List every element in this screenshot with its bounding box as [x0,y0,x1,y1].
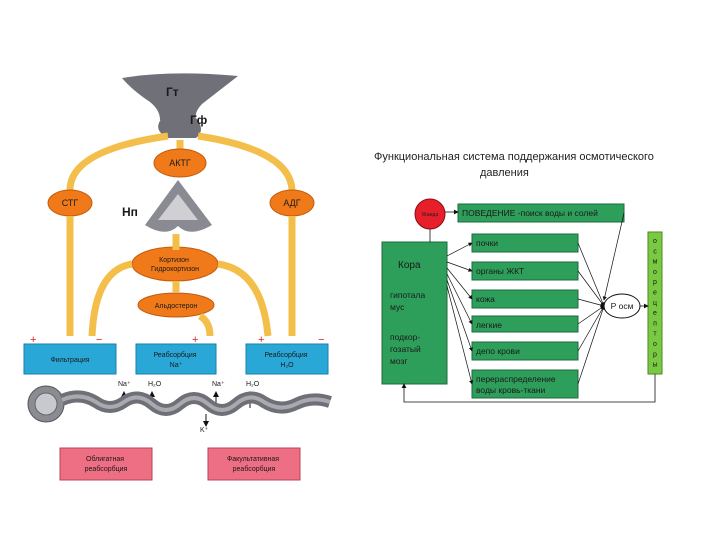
aktg-node [153,148,207,178]
reabs-na-box [135,343,217,375]
receptor-letter-12: ы [652,362,657,369]
gf-label: Гф [190,113,208,127]
effector-rows: ПОВЕДЕНИЕ -поиск воды и солей почки органы… [457,203,625,399]
stg-label: СТГ [62,198,79,208]
conv-line-1 [577,242,605,307]
receptor-letter-5: е [653,290,657,297]
conv-line-3 [577,298,605,308]
right-diagram: Функциональная система поддержания осмот… [374,151,663,403]
ion-k: K⁺ [200,427,209,434]
brain-box [381,241,448,385]
row-label-0: ПОВЕДЕНИЕ -поиск воды и солей [462,208,598,218]
nephron-illustration [27,385,332,423]
feedback-line [401,374,656,403]
aldosterone-node [137,292,215,318]
brain-to-rows-lines [446,242,474,385]
sign-plus-2: + [192,334,198,346]
obligate-box [59,447,153,481]
row-label-3: кожа [476,294,495,304]
facultative-box [207,447,301,481]
receptor-letter-11: р [653,351,657,358]
fan-line-3 [446,267,473,300]
fan-line-4 [446,273,473,325]
receptor-letter-3: о [653,269,657,276]
receptor-letter-7: е [653,310,657,317]
conv-line-4 [577,305,605,325]
filtration-label: Фильтрация [50,357,89,364]
row-label-2: органы ЖКТ [476,266,524,276]
ion-h2o-1: H₂O [148,381,162,388]
row-label-1: почки [476,238,498,248]
aktg-label: АКТГ [169,158,191,168]
conv-line-2 [577,270,605,307]
right-title-line1: Функциональная система поддержания осмот… [374,151,654,163]
row-label-4: легкие [476,320,502,330]
left-diagram: Гт Гф АКТГ Нп СТГ АДГ Кортизон Гидрокорт… [23,73,332,481]
np-label: Нп [122,205,138,219]
sign-plus-1: + [30,334,36,346]
ion-h2o-2: H₂O [246,381,260,388]
receptor-letter-2: м [653,259,658,266]
adrenal-inner [158,194,198,220]
pituitary-stalk [158,118,201,138]
posm-label: Р осм [611,301,634,311]
fan-line-2 [446,261,473,272]
receptor-letter-8: п [653,320,657,327]
ion-na-1: Na⁺ [118,381,131,388]
hypothalamus-shape [122,73,238,120]
right-title-line2: давления [480,167,529,179]
receptor-letter-1: с [653,248,657,255]
sign-plus-3: + [258,334,264,346]
fan-line-1 [446,242,473,257]
receptor-letter-10: о [653,341,657,348]
cortex-label: Кора [398,260,421,271]
arrow-to-adg [197,132,296,191]
hypothalamus-label: гипотала мус [390,290,428,312]
reabs-h2o-label: Реабсорбция H₂O [264,351,309,369]
arrow-to-stg [66,132,169,191]
arrow-aldo-to-na [198,312,214,337]
sign-minus-2: − [318,334,324,346]
adg-label: АДГ [283,198,300,208]
reabs-na-label: Реабсорбция Na⁺ [153,351,198,369]
subcortical-label: подкор- гозатый мозг [390,332,423,366]
receptor-letter-9: т [653,331,657,338]
arrow-cortisone-to-h2o [217,260,272,337]
conv-line-6 [577,305,605,385]
gt-label: Гт [166,85,179,99]
receptor-letter-0: о [653,238,657,245]
row-label-5: депо крови [476,346,520,356]
receptor-letter-4: р [653,279,657,286]
ion-na-2: Na⁺ [212,381,225,388]
sign-minus-1: − [96,334,102,346]
obligate-label: Облигатная реабсорбция [85,455,128,473]
arrow-cortisone-to-filtration [88,260,133,337]
conv-line-5 [577,305,605,352]
fan-line-6 [446,285,474,385]
filtration-box [23,343,117,375]
reabs-h2o-box [245,343,329,375]
receptor-letter-6: ц [653,300,657,307]
fan-line-5 [446,279,473,352]
rows-to-posm-lines [577,212,625,385]
facultative-label: Факультативная реабсорбция [227,456,281,473]
conv-line-0 [602,212,625,301]
cortisone-node [131,246,219,282]
cortisone-label: Кортизон Гидрокортизон [151,257,199,273]
thirst-label: Жажда [422,212,439,218]
aldosterone-label: Альдостерон [155,303,198,310]
